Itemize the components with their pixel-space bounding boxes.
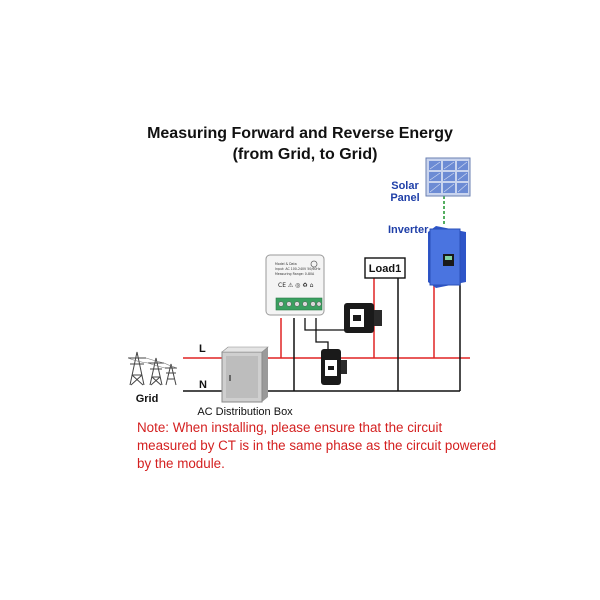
solar-label-1: Solar <box>391 180 419 192</box>
solar-panel-icon <box>425 157 471 197</box>
title-line-1: Measuring Forward and Reverse Energy <box>147 125 453 142</box>
inverter-icon <box>428 226 466 288</box>
load-box: Load1 <box>364 257 406 279</box>
ct2-cable <box>315 318 329 350</box>
ct-clamp-icon-2 <box>321 349 347 385</box>
energy-meter-module-icon: Model & Data Input: AC 100-240V 50/60Hz … <box>265 254 325 316</box>
load-label: Load1 <box>369 263 401 275</box>
title-line-2: (from Grid, to Grid) <box>233 146 378 163</box>
solar-label-2: Panel <box>390 192 419 204</box>
distribution-box-icon <box>221 346 269 403</box>
installation-note: Note: When installing, please ensure tha… <box>137 420 497 471</box>
distribution-box-label: AC Distribution Box <box>197 406 293 418</box>
inverter-label: Inverter <box>388 224 429 236</box>
module-text-2: Input: AC 100-240V 50/60Hz <box>275 267 321 271</box>
line-n-label: N <box>199 379 207 391</box>
module-text-3: Measuring Range: 0-80A <box>275 272 315 276</box>
module-text-1: Model & Data <box>275 262 297 266</box>
module-marks: CE ⚠ ◎ ♻ ⌂ <box>278 282 314 289</box>
grid-label: Grid <box>136 393 159 405</box>
pylon-icon <box>127 351 178 386</box>
ct-clamp-icon <box>344 303 382 333</box>
line-l-label: L <box>199 343 206 355</box>
